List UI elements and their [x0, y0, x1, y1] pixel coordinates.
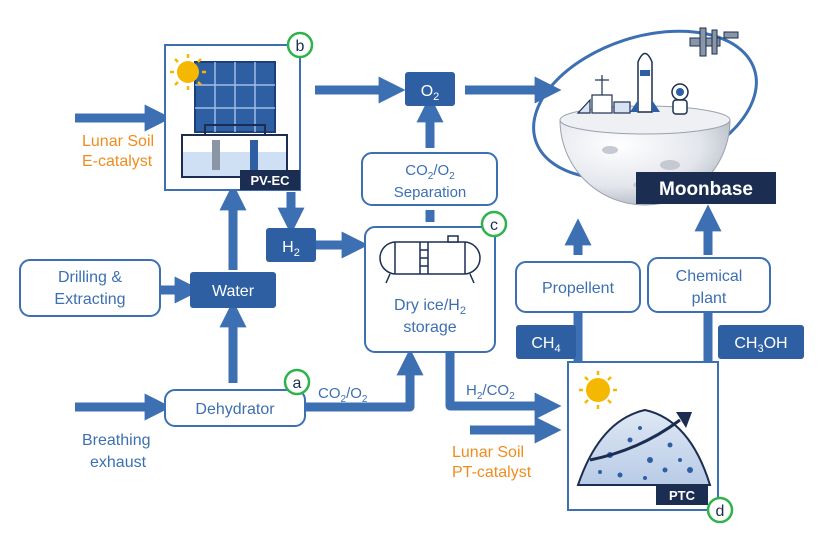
- pvec-label: PV-EC: [250, 173, 290, 188]
- separation-line1: CO2/O2: [405, 162, 455, 182]
- badge-d: d: [706, 496, 734, 524]
- propellent-label: Propellent: [542, 280, 615, 297]
- ecatalyst-label: E-catalyst: [82, 153, 153, 170]
- separation-box: [361, 152, 498, 206]
- co2o2-flow-label: CO2/O2: [318, 385, 368, 405]
- breathing-label-2: exhaust: [90, 454, 147, 471]
- drilling-box: [19, 259, 161, 317]
- lunar-soil-label: Lunar Soil: [82, 133, 154, 150]
- tank-icon: [379, 235, 481, 284]
- arrow-storage-to-ptc: [445, 352, 562, 420]
- sun-icon: [170, 54, 206, 90]
- chemical-line1: Chemical: [676, 268, 743, 285]
- water-box: [190, 272, 276, 308]
- propellent-box: [515, 261, 641, 313]
- lunar-soil-label-2: Lunar Soil: [452, 444, 524, 461]
- ch4-label: CH4: [531, 335, 560, 355]
- ptcatalyst-label: PT-catalyst: [452, 464, 532, 481]
- o2-box: [405, 72, 455, 106]
- moonbase-label-tag: [636, 172, 776, 204]
- svg-text:a: a: [293, 375, 302, 392]
- h2-box: [266, 228, 316, 262]
- pvec-unit: PV-EC: [164, 44, 301, 191]
- base-structures-icon: [576, 75, 631, 114]
- dehydrator-box: [164, 389, 306, 427]
- o2-label: O2: [421, 83, 440, 103]
- rocket-icon: [630, 52, 660, 113]
- ptc-label-tag: [656, 485, 708, 505]
- moonbase-illustration: Moonbase: [532, 27, 776, 206]
- flow-arrows: [75, 76, 722, 444]
- arrow-dehydrator-to-storage: [305, 348, 424, 412]
- ch3oh-box: [718, 325, 804, 359]
- h2co2-flow-label: H2/CO2: [466, 382, 515, 402]
- ch4-box: [516, 325, 576, 359]
- separation-line2: Separation: [394, 184, 467, 201]
- chemical-line2: plant: [692, 290, 727, 307]
- badge-b: b: [286, 31, 314, 59]
- sun-icon: [579, 371, 617, 409]
- badge-c: c: [480, 210, 508, 238]
- badge-a: a: [283, 368, 311, 396]
- storage-line2: storage: [403, 319, 456, 336]
- svg-text:d: d: [716, 503, 725, 520]
- astronaut-icon: [671, 83, 689, 115]
- catalyst-pile-icon: [576, 408, 712, 486]
- h2-label: H2: [282, 239, 300, 259]
- breathing-label-1: Breathing: [82, 432, 151, 449]
- chemical-plant-box: [647, 257, 771, 313]
- svg-text:b: b: [296, 38, 305, 55]
- ptc-unit: PTC: [567, 361, 719, 511]
- water-label: Water: [212, 283, 255, 300]
- storage-line1: Dry ice/H2: [394, 297, 466, 317]
- drilling-line1: Drilling &: [58, 269, 122, 286]
- svg-text:c: c: [490, 217, 498, 234]
- solar-panel-icon: [194, 61, 276, 133]
- space-station-icon: [689, 27, 739, 57]
- storage-unit: Dry ice/H2 storage: [364, 226, 496, 353]
- ch3oh-label: CH3OH: [734, 335, 787, 355]
- pvec-label-tag: [240, 170, 300, 190]
- drilling-line2: Extracting: [54, 291, 125, 308]
- moonbase-label: Moonbase: [659, 179, 753, 200]
- ptc-label: PTC: [669, 488, 696, 503]
- dehydrator-label: Dehydrator: [195, 401, 275, 418]
